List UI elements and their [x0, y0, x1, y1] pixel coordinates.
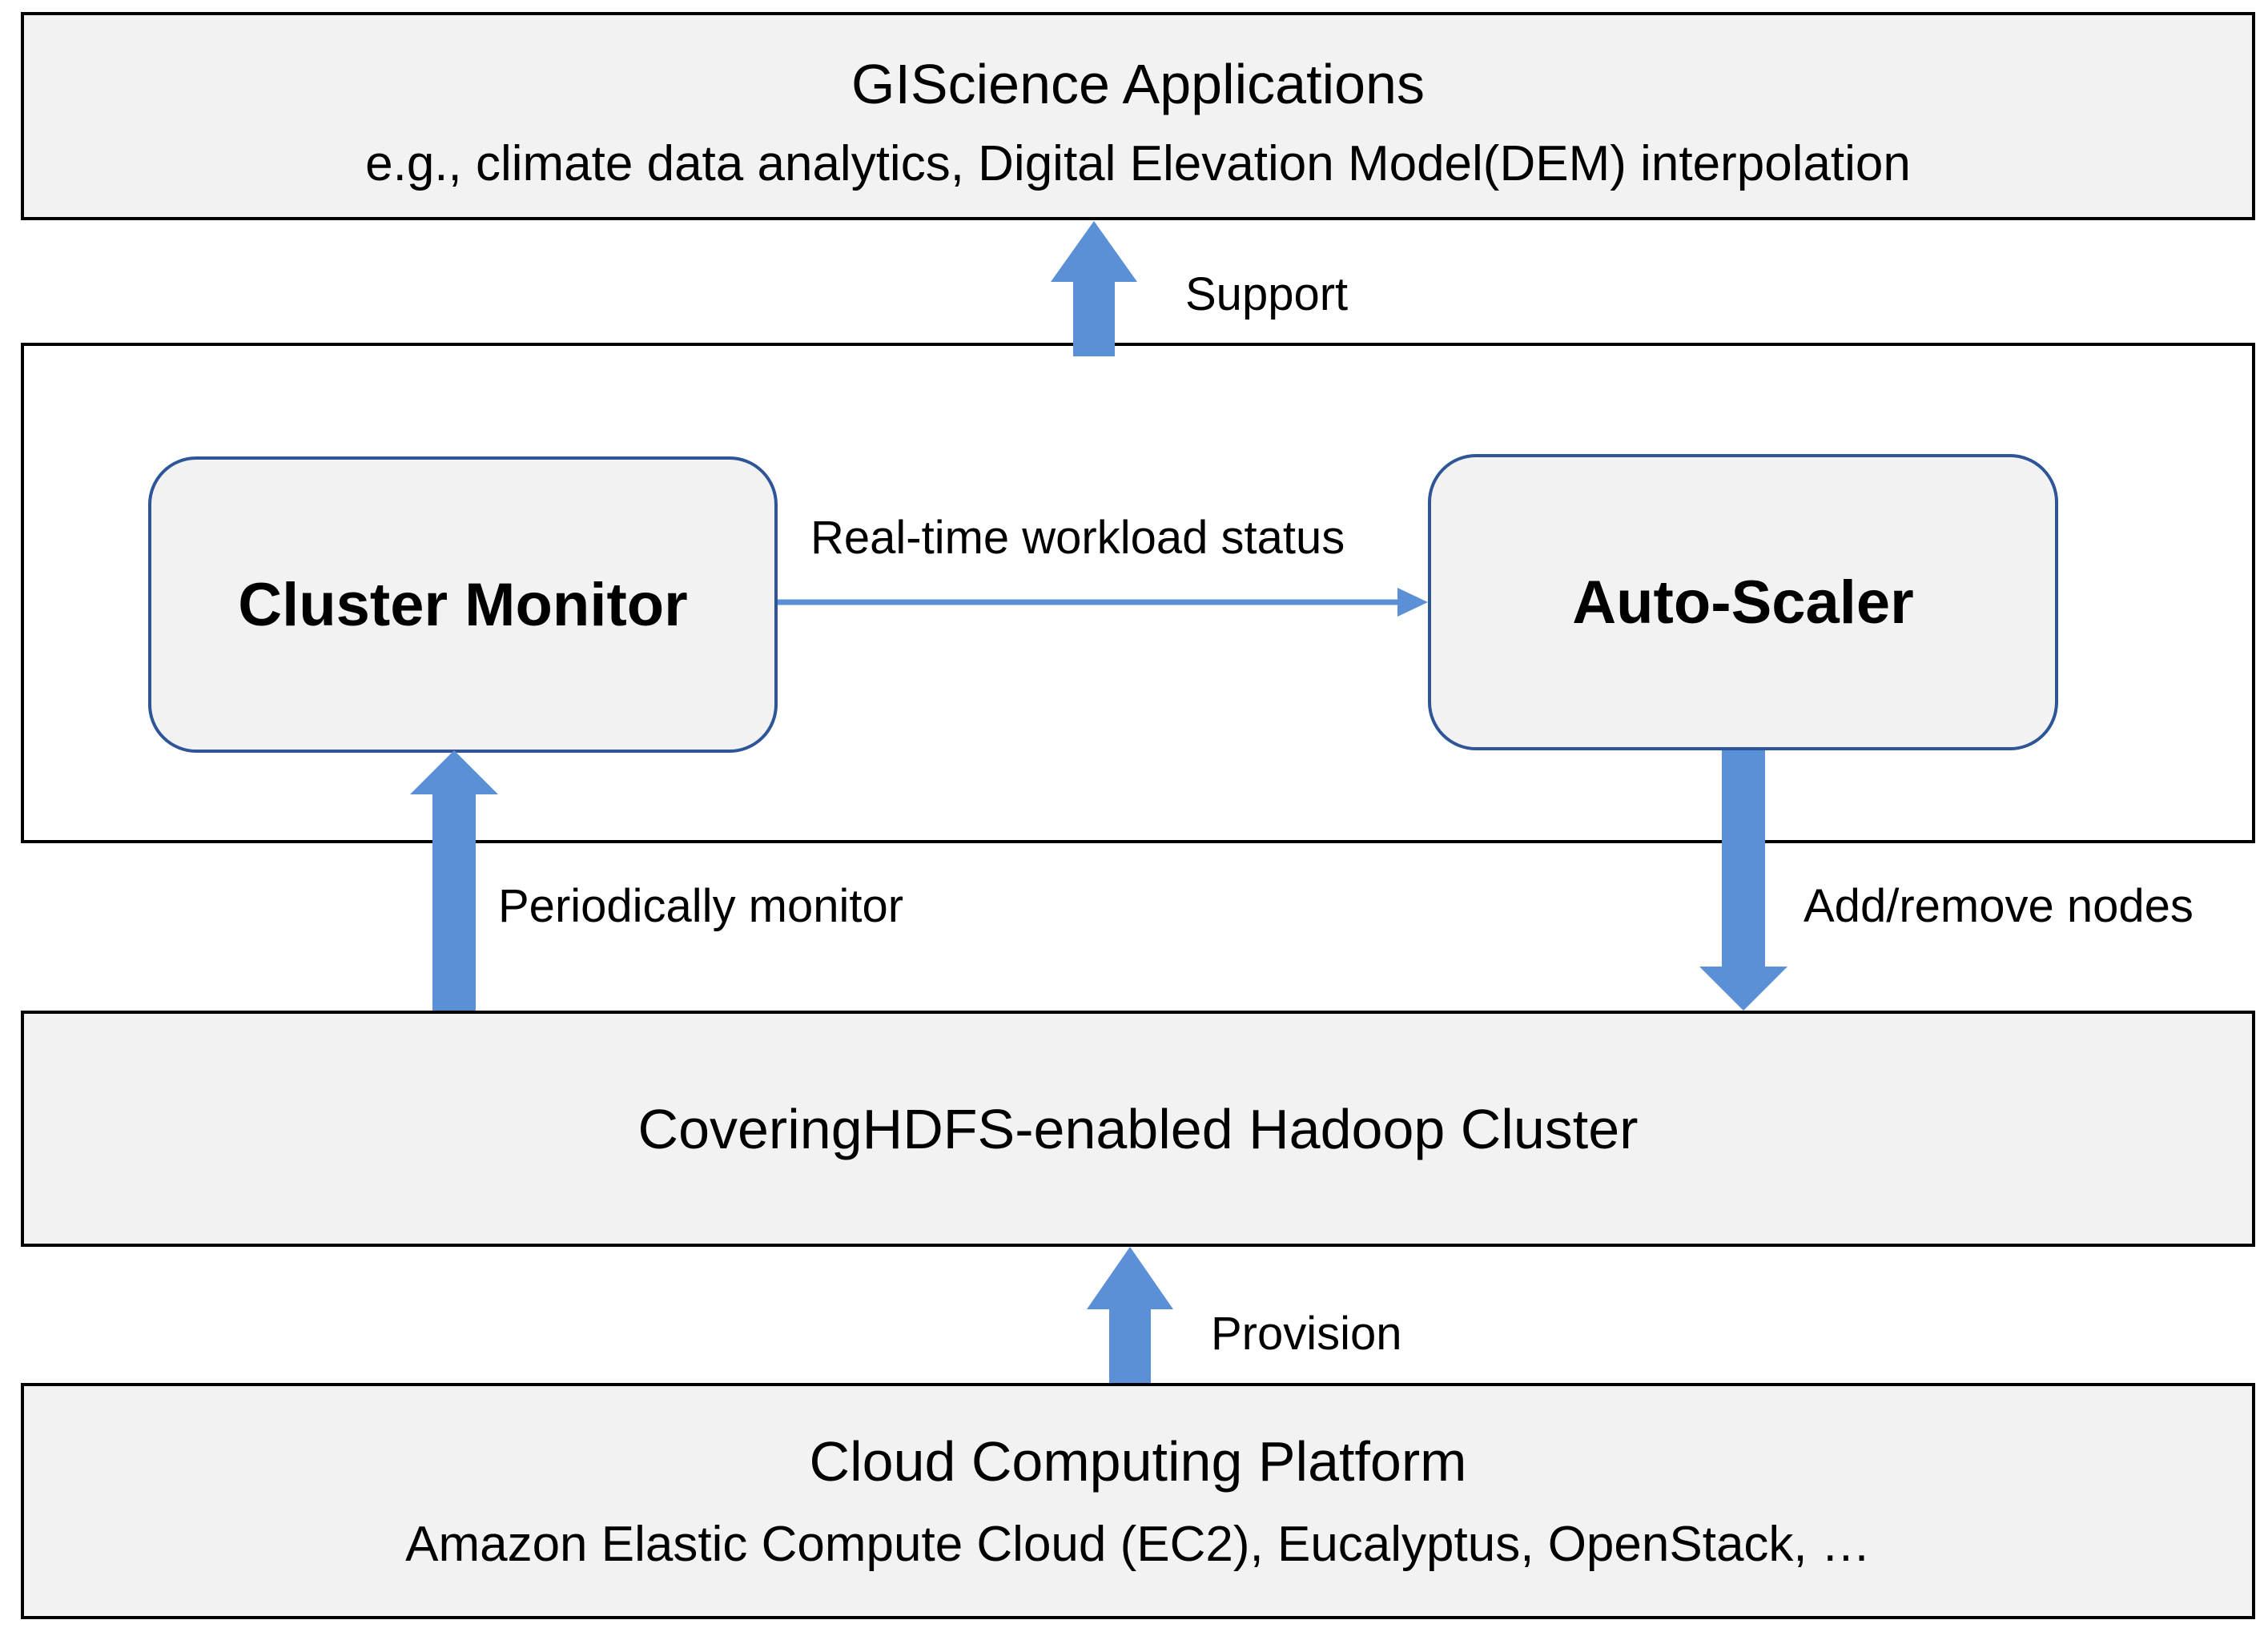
cluster-monitor-node: Cluster Monitor [148, 456, 778, 753]
cloud-platform-title: Cloud Computing Platform [809, 1430, 1467, 1493]
support-label: Support [1185, 268, 1349, 320]
applications-subtitle: e.g., climate data analytics, Digital El… [365, 136, 1911, 191]
cloud-platform-layer: Cloud Computing Platform Amazon Elastic … [21, 1383, 2255, 1619]
cluster-monitor-label: Cluster Monitor [238, 570, 688, 639]
add-remove-label: Add/remove nodes [1804, 880, 2194, 932]
cloud-platform-subtitle: Amazon Elastic Compute Cloud (EC2), Euca… [405, 1517, 1871, 1572]
auto-scaler-label: Auto-Scaler [1572, 568, 1914, 637]
provision-arrow [1087, 1247, 1173, 1383]
add-remove-arrow [1699, 750, 1787, 1011]
applications-title: GIScience Applications [851, 53, 1425, 115]
monitor-arrow [410, 750, 498, 1011]
auto-scaler-node: Auto-Scaler [1428, 454, 2058, 750]
hadoop-cluster-title: CoveringHDFS-enabled Hadoop Cluster [637, 1098, 1639, 1160]
hadoop-cluster-layer: CoveringHDFS-enabled Hadoop Cluster [21, 1011, 2255, 1247]
applications-layer: GIScience Applications e.g., climate dat… [21, 12, 2255, 220]
workload-arrowhead [1397, 588, 1428, 617]
monitor-label: Periodically monitor [498, 880, 904, 932]
support-arrow [1051, 221, 1137, 356]
workload-label: Real-time workload status [810, 512, 1345, 564]
provision-label: Provision [1211, 1308, 1402, 1360]
